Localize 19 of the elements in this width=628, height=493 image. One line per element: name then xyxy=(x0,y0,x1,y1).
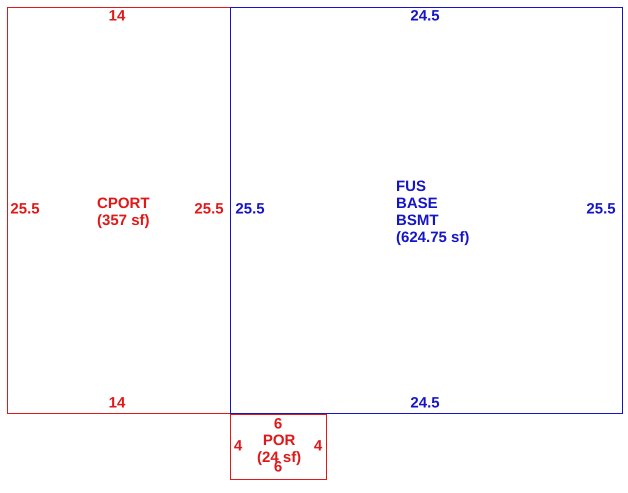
dimension-label: 4 xyxy=(234,438,242,454)
dimension-label: 25.5 xyxy=(10,200,40,218)
dimension-label: 25.5 xyxy=(586,200,616,218)
dimension-label: 25.5 xyxy=(235,200,265,218)
area-outline xyxy=(7,7,231,414)
area-outline xyxy=(230,414,327,480)
dimension-label: 24.5 xyxy=(410,394,440,412)
dimension-label: 14 xyxy=(108,394,126,412)
dimension-label: 6 xyxy=(274,416,282,432)
area-name: CPORT xyxy=(97,195,150,212)
area-size: (624.75 sf) xyxy=(396,229,470,246)
dimension-label: 4 xyxy=(314,438,322,454)
area-size: (357 sf) xyxy=(97,212,150,229)
area-name: FUS BASE BSMT xyxy=(396,178,440,229)
dimension-label: 14 xyxy=(108,8,126,24)
dimension-label: 24.5 xyxy=(410,8,440,24)
area-name: POR xyxy=(262,432,296,449)
dimension-label: 25.5 xyxy=(194,200,224,218)
area-outline xyxy=(230,7,623,414)
